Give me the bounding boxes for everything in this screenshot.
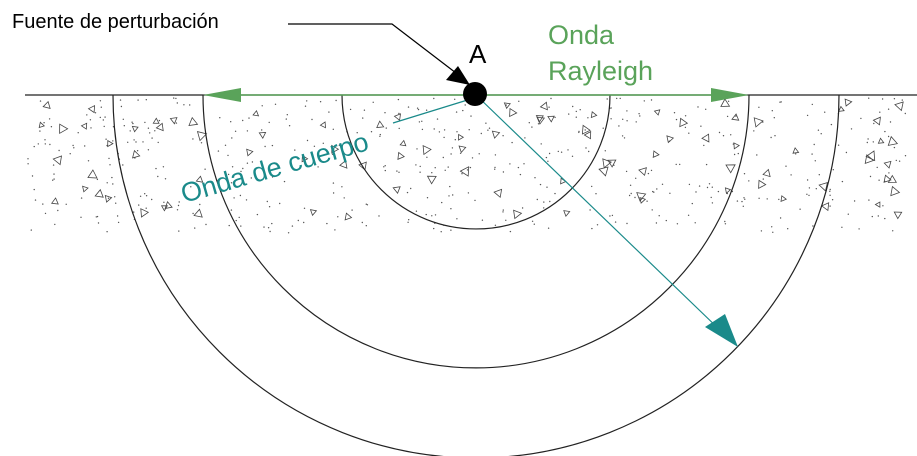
rayleigh-arrowhead-right — [711, 88, 749, 102]
wavefront-outer — [112, 94, 840, 456]
rayleigh-label-line1: Onda — [548, 20, 615, 50]
body-wave-arrowhead — [705, 314, 738, 347]
rayleigh-arrowhead-left — [203, 88, 241, 102]
body-wave-leader — [392, 97, 475, 124]
disturbance-point — [463, 82, 487, 106]
body-wave-arrow — [475, 94, 738, 347]
wavefront-middle — [202, 94, 750, 369]
rayleigh-label-line2: Rayleigh — [548, 56, 653, 86]
source-leader — [288, 23, 470, 85]
point-a-label: A — [469, 39, 487, 69]
soil-texture — [27, 97, 907, 234]
source-arrowhead — [446, 66, 470, 85]
wavefront-inner — [341, 94, 611, 230]
source-label: Fuente de perturbación — [12, 11, 219, 33]
